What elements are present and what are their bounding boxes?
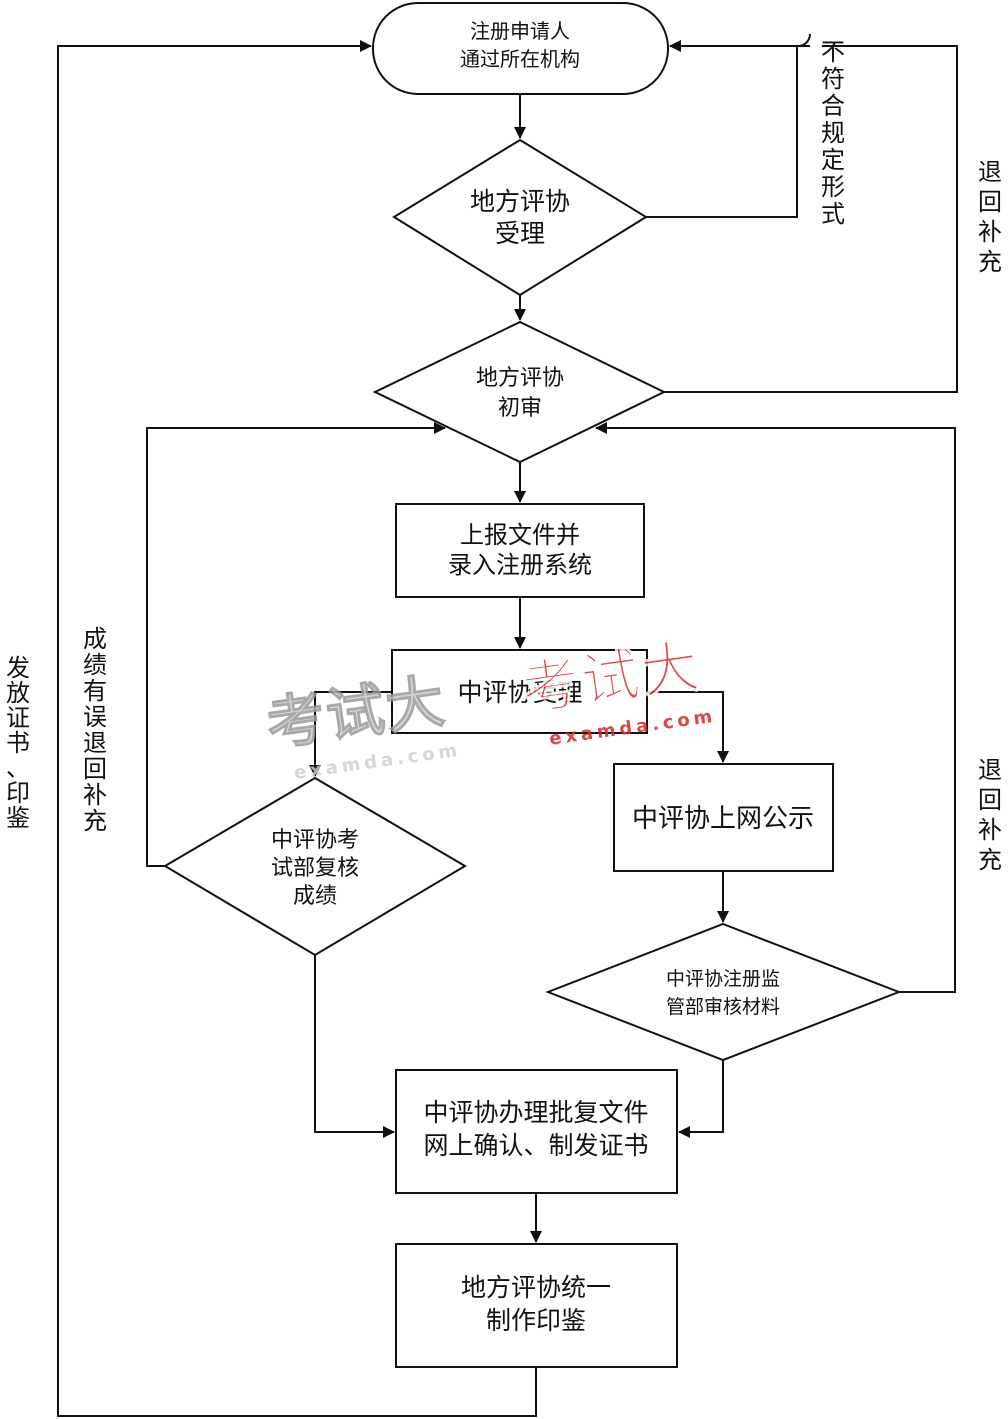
reg-check-label-line: 中评协注册监 (666, 968, 780, 990)
start-label-line: 注册申请人 (470, 19, 570, 43)
review-local-label-line: 地方评协 (476, 366, 564, 391)
edge-regcheck-approve (678, 1060, 724, 1138)
accept-central-label-line: 中评协受理 (457, 678, 582, 707)
review-local-label-line: 初审 (498, 396, 542, 421)
edge-label-score-error: 成绩有误退回补充 (83, 625, 107, 835)
edge-label-return-top: 退回补充 (978, 158, 1002, 276)
edge-label-nonconform: 不符合规定形式 (821, 38, 845, 228)
seal-label-line: 地方评协统一 (461, 1273, 611, 1302)
approve-label-line: 中评协办理批复文件 (423, 1098, 648, 1127)
exam-check-label-line: 成绩 (293, 884, 337, 909)
edge-return-top (664, 45, 958, 393)
approve-label-line: 网上确认、制发证书 (423, 1131, 648, 1160)
edge-label-return-right: 退回补充 (978, 756, 1002, 874)
edge-exam-approve (314, 955, 395, 1138)
seal-box (395, 1243, 678, 1368)
edge-central-exam (309, 691, 392, 777)
approve-box (395, 1069, 678, 1194)
start-label-line: 通过所在机构 (460, 47, 580, 71)
edge-central-publish (647, 691, 729, 763)
publish-box (613, 763, 834, 872)
publish-label-line: 中评协上网公示 (632, 804, 814, 834)
exam-check-label-line: 试部复核 (271, 856, 359, 881)
exam-check-label-line: 中评协考 (271, 828, 359, 853)
edge-issue (57, 40, 537, 1417)
review-local-decision (372, 320, 667, 464)
submit-label-line: 录入注册系统 (448, 551, 592, 579)
accept-local-label-line: 受理 (495, 219, 545, 248)
accept-local-label-line: 地方评协 (470, 187, 570, 216)
node-labels: 注册申请人通过所在机构地方评协受理地方评协初审上报文件并录入注册系统中评协受理中… (271, 19, 814, 1335)
submit-label-line: 上报文件并 (460, 521, 580, 549)
edge-label-issue: 发放证书、印鉴 (6, 654, 30, 832)
reg-check-label-line: 管部审核材料 (666, 996, 780, 1018)
accept-local-decision (392, 138, 648, 297)
seal-label-line: 制作印鉴 (486, 1306, 586, 1335)
edge-score-error (146, 422, 446, 867)
reg-check-decision (545, 922, 902, 1062)
accept-central-box (391, 649, 648, 734)
edge-return-right (595, 422, 956, 993)
submit-box (395, 503, 645, 598)
edge-nonconform-up (646, 33, 812, 218)
